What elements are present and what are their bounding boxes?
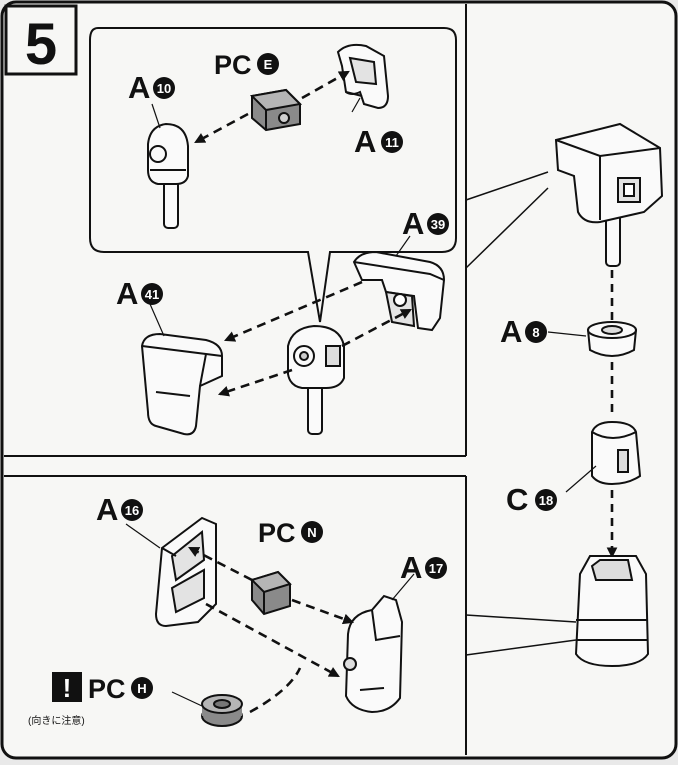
svg-text:A: A (116, 276, 138, 311)
part-central-joint (287, 324, 345, 435)
arrow-pc-h-curve (249, 667, 302, 714)
part-pc-n (250, 570, 292, 616)
label-a11: A 11 (354, 124, 403, 159)
arrow-pc-e-to-a11 (301, 70, 350, 100)
svg-text:N: N (307, 525, 316, 540)
svg-text:A: A (500, 314, 522, 349)
callout-line-bottom-2 (465, 639, 577, 656)
warning-icon: ! (52, 672, 82, 703)
label-pc-n: PC N (258, 518, 323, 548)
svg-text:A: A (354, 124, 376, 159)
part-a11 (336, 43, 390, 110)
step-number: 5 (25, 12, 57, 77)
svg-text:8: 8 (532, 325, 539, 340)
svg-text:39: 39 (431, 217, 445, 232)
part-a17 (343, 594, 404, 714)
svg-text:18: 18 (539, 493, 553, 508)
svg-text:!: ! (63, 673, 72, 703)
leader-lines (125, 97, 597, 707)
svg-text:A: A (402, 206, 424, 241)
arrow-joint-to-a39 (341, 308, 412, 348)
label-a39: A 39 (402, 206, 449, 241)
part-a8 (586, 321, 638, 357)
callout-line-top-2 (465, 187, 549, 269)
arrow-a39-to-a41 (223, 280, 363, 342)
svg-text:10: 10 (157, 81, 171, 96)
svg-text:11: 11 (385, 135, 399, 150)
part-a16 (154, 516, 217, 628)
label-a10: A 10 (128, 70, 175, 105)
arrow-pc-n-to-a17 (291, 598, 355, 625)
svg-text:H: H (137, 681, 146, 696)
label-a8: A 8 (500, 314, 547, 349)
svg-text:16: 16 (125, 503, 139, 518)
arrow-pc-n-to-a16 (188, 546, 253, 582)
step-number-box (4, 4, 78, 76)
orientation-note: (向きに注意) (28, 714, 85, 727)
label-a41: A 41 (116, 276, 163, 311)
svg-text:C: C (506, 482, 528, 517)
callout-line-bottom-1 (465, 614, 577, 623)
label-pc-e: PC E (214, 50, 279, 80)
part-lower-block (574, 555, 650, 668)
arrow-pc-e-to-a10 (194, 112, 249, 144)
svg-text:E: E (264, 57, 273, 72)
callout-line-top-1 (465, 171, 549, 201)
part-pc-h (201, 694, 243, 727)
arrow-joint-to-a41 (217, 368, 293, 397)
svg-text:17: 17 (429, 561, 443, 576)
svg-text:PC: PC (214, 50, 252, 80)
part-c18 (591, 420, 642, 486)
svg-text:PC: PC (88, 674, 126, 704)
svg-text:PC: PC (258, 518, 296, 548)
arrow-a16-to-a17 (205, 602, 340, 678)
part-a41 (140, 332, 223, 436)
part-pc-e (249, 88, 303, 132)
svg-text:41: 41 (145, 287, 159, 302)
svg-text:A: A (128, 70, 150, 105)
label-a16: A 16 (96, 492, 143, 527)
part-shoulder-block (554, 122, 664, 267)
label-pc-h: PC H (88, 674, 153, 704)
label-c18: C 18 (506, 482, 557, 517)
label-a17: A 17 (400, 550, 447, 585)
svg-text:A: A (96, 492, 118, 527)
svg-text:A: A (400, 550, 422, 585)
